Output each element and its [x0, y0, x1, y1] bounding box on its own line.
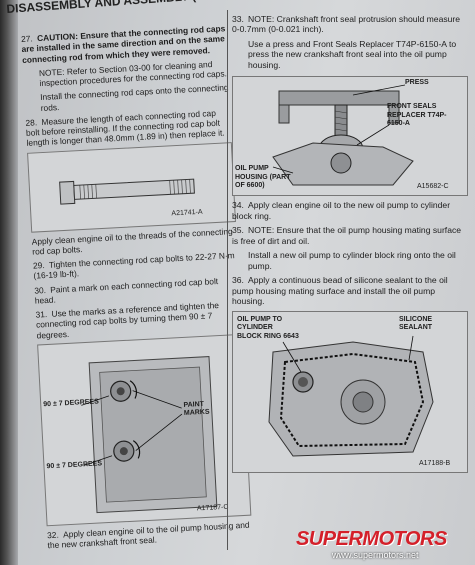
figure-id: A17187-C	[196, 503, 229, 513]
left-column: 27.CAUTION: Ensure that the connecting r…	[20, 7, 253, 557]
watermark-brand: SUPERMOTORS	[296, 528, 447, 550]
supermotors-watermark: SUPERMOTORS www.supermotors.net	[296, 528, 472, 562]
bolt-illustration	[59, 178, 195, 205]
step-text: Measure the length of each connecting ro…	[25, 107, 225, 149]
step-28: 28.Measure the length of each connecting…	[25, 107, 231, 148]
silicone-sealant-label: SILICONE SEALANT	[399, 315, 433, 332]
figure-id: A15682-C	[417, 183, 449, 191]
step-number: 35.	[232, 225, 244, 236]
step-36: 36.Apply a continuous bead of silicone s…	[232, 275, 468, 306]
rod-cap-illustration	[81, 355, 218, 513]
oil-pump-housing-label: OIL PUMP HOUSING (PART OF 6600)	[235, 165, 291, 190]
oil-pump-illustration	[268, 335, 434, 457]
step-31: 31.Use the marks as a reference and tigh…	[35, 299, 241, 340]
seal-replacer-label: FRONT SEALS REPLACER T74P-6150-A	[387, 103, 447, 128]
paint-marks-label: PAINT MARKS	[183, 400, 210, 418]
right-column: 33.NOTE: Crankshaft front seal protrusio…	[232, 14, 468, 534]
step-note: NOTE: Crankshaft front seal protrusion s…	[232, 14, 461, 35]
figure-seal-press: PRESS FRONT SEALS REPLACER T74P-6150-A O…	[232, 76, 468, 197]
pump-ring-label: OIL PUMP TO CYLINDER BLOCK RING 6643	[237, 315, 299, 340]
press-illustration	[272, 85, 414, 186]
step-text: Use the marks as a reference and tighten…	[35, 299, 220, 341]
page-binding-shadow	[0, 0, 18, 565]
step-34: 34.Apply clean engine oil to the new oil…	[232, 200, 468, 221]
column-divider	[227, 10, 228, 550]
step-35-text: Install a new oil pump to cylinder block…	[248, 250, 456, 271]
step-35: 35.NOTE: Ensure that the oil pump housin…	[232, 225, 468, 246]
figure-oil-pump-sealant: OIL PUMP TO CYLINDER BLOCK RING 6643 SIL…	[232, 310, 468, 473]
step-number: 33.	[232, 14, 244, 24]
step-number: 36.	[232, 275, 244, 286]
step-33-text: Use a press and Front Seals Replacer T74…	[248, 38, 457, 70]
figure-id: A17188-B	[419, 459, 451, 467]
press-label: PRESS	[405, 79, 429, 87]
step-number: 34.	[232, 200, 244, 211]
figure-torque-angle: 90 ± 7 DEGREES 90 ± 7 DEGREES PAINT MARK…	[37, 333, 252, 527]
step-text: Apply clean engine oil to the new oil pu…	[232, 200, 451, 221]
step-text: Apply a continuous bead of silicone seal…	[232, 275, 448, 307]
figure-id: A21741-A	[171, 208, 203, 217]
step-note: NOTE: Ensure that the oil pump housing m…	[232, 225, 462, 246]
watermark-url: www.supermotors.net	[332, 550, 419, 560]
step-33: 33.NOTE: Crankshaft front seal protrusio…	[232, 14, 468, 35]
figure-rod-cap-bolt: A21741-A	[27, 141, 236, 233]
